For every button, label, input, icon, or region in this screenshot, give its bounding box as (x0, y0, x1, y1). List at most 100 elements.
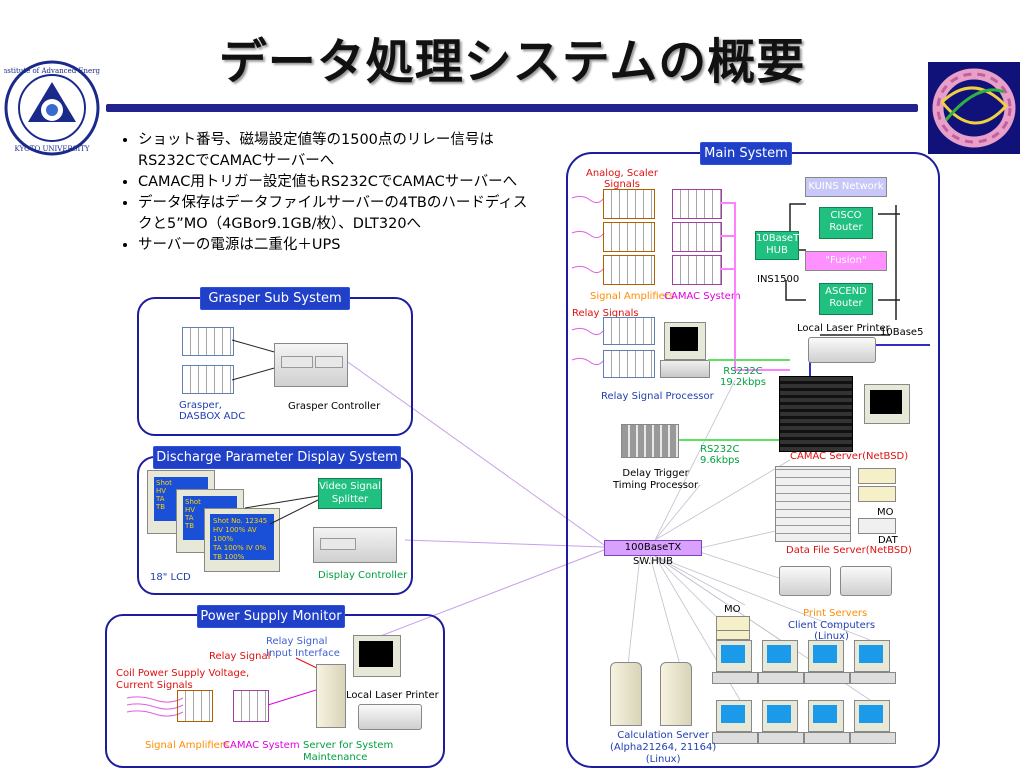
screen-text: Shot (156, 479, 172, 487)
bullet-item: データ保存はデータファイルサーバーの4TBのハードディスクと5”MO（4GBor… (138, 193, 532, 235)
institute-logo: Institute of Advanced Energy KYOTO UNIVE… (4, 60, 100, 156)
relay-processor-chassis (660, 360, 710, 378)
camac-crate (672, 255, 722, 285)
delay-trigger-processor (621, 424, 679, 458)
client-keyboard (712, 672, 758, 684)
ascend-router: ASCEND Router (819, 283, 873, 315)
camac-server-rack (779, 376, 853, 452)
kuins-network: KUINS Network (805, 177, 887, 197)
fusion-network: "Fusion" Network (805, 251, 887, 283)
client-computer (716, 700, 752, 732)
signal-amplifier-unit (603, 189, 655, 219)
calculation-server-tower (610, 662, 642, 726)
power-camac-label: CAMAC System (223, 740, 300, 751)
client-keyboard (804, 732, 850, 744)
slide-title: データ処理システムの概要 (218, 34, 806, 90)
screen-text: HV (185, 506, 196, 514)
data-file-server-label: Data File Server(NetBSD) (786, 545, 912, 556)
lcd-monitor: Shot No. 12345 HV 100% AV 100% TA 100% I… (204, 508, 280, 572)
main-camac-label: CAMAC System (664, 291, 741, 302)
dat-label: DAT (878, 535, 898, 546)
calculation-server-label: Calculation Server (Alpha21264, 21164) (… (610, 730, 717, 765)
grasper-subsystem-header: Grasper Sub System (200, 287, 350, 310)
bullet-item: CAMAC用トリガー設定値もRS232CでCAMACサーバーへ (138, 172, 532, 193)
dat-drive (858, 518, 896, 534)
screen-text: TA 100% IV 0% (213, 544, 267, 552)
coil-signal-label: Coil Power Supply Voltage, Current Signa… (116, 668, 250, 691)
maintenance-server-label: Server for System Maintenance (303, 740, 394, 763)
screen-text: TB 100% (213, 553, 245, 561)
client-keyboard (850, 672, 896, 684)
screen-text: TA (185, 514, 194, 522)
main-laser-printer (808, 337, 876, 363)
client-computer (808, 640, 844, 672)
signal-amplifier-unit (603, 255, 655, 285)
screen-text: HV 100% AV 100% (213, 526, 257, 543)
bullet-list: ショット番号、磁場設定値等の1500点のリレー信号はRS232CでCAMACサー… (112, 130, 532, 256)
print-servers-label: Print Servers (803, 608, 868, 619)
grasper-controller-label: Grasper Controller (288, 401, 381, 412)
calculation-server-tower (660, 662, 692, 726)
camac-server-label: CAMAC Server(NetBSD) (790, 451, 909, 462)
discharge-display-header: Discharge Parameter Display System (153, 446, 401, 469)
client-computer (854, 700, 890, 732)
client-computer (808, 700, 844, 732)
client-computer (716, 640, 752, 672)
main-printer-label: Local Laser Printer (797, 323, 890, 334)
client-computers-label: Client Computers (Linux) (788, 620, 876, 642)
screen-text: TB (156, 503, 166, 511)
screen-text: Shot (185, 498, 201, 506)
mo-label: MO (877, 507, 894, 518)
10baset-hub: 10BaseT HUB (755, 231, 799, 260)
10base5-label: 10Base5 (880, 327, 924, 338)
mo-drive-2 (716, 630, 750, 640)
power-laser-printer (358, 704, 422, 730)
screen-text: Shot No. 12345 (213, 517, 268, 525)
power-amps-label: Signal Amplifiers (145, 740, 230, 751)
splitter-cables (244, 495, 319, 525)
relay-signal-label: Relay Signal (209, 651, 271, 662)
delay-trigger-label: Delay Trigger Timing Processor (613, 468, 699, 491)
relay-processor-unit (603, 317, 655, 345)
client-keyboard (758, 732, 804, 744)
relay-processor-monitor (664, 322, 706, 360)
relay-processor-label: Relay Signal Processor (601, 391, 714, 402)
client-keyboard (758, 672, 804, 684)
grasper-controller-chassis (274, 343, 348, 387)
grasper-adc-unit (182, 327, 234, 356)
mo-drive (858, 468, 896, 484)
relay-signal-wires (571, 327, 605, 366)
screen-text: HV (156, 487, 167, 495)
main-amps-label: Signal Amplifiers (590, 291, 675, 302)
power-supply-header: Power Supply Monitor (197, 605, 345, 628)
camac-crate (233, 690, 269, 722)
maintenance-monitor (353, 635, 401, 677)
lcd-label: 18" LCD (150, 572, 191, 583)
cisco-router: CISCO Router (819, 207, 873, 239)
heliotron-coil-image (928, 62, 1020, 154)
camac-crate (672, 222, 722, 252)
print-server-printer (779, 566, 831, 596)
rs232-9k-label: RS232C 9.6kbps (700, 444, 740, 466)
client-computer (762, 640, 798, 672)
signal-amplifier-unit (177, 690, 213, 722)
analog-signal-wires (571, 195, 605, 274)
100basetx-switch-hub: 100BaseTX SW.HUB (604, 540, 702, 567)
client-keyboard (712, 732, 758, 744)
client-computer (854, 640, 890, 672)
relay-processor-unit (603, 350, 655, 378)
title-underline (106, 104, 918, 112)
relay-signals-label: Relay Signals (572, 308, 639, 319)
display-controller-label: Display Controller (318, 570, 408, 581)
mo2-label: MO (724, 604, 741, 615)
svg-text:KYOTO UNIVERSITY: KYOTO UNIVERSITY (14, 145, 89, 153)
svg-text:Institute of Advanced Energy: Institute of Advanced Energy (4, 67, 100, 75)
client-keyboard (850, 732, 896, 744)
relay-input-label: Relay Signal Input Interface (266, 636, 340, 659)
screen-text: TB (185, 522, 195, 530)
maintenance-server-tower (316, 664, 346, 728)
grasper-adc-unit (182, 365, 234, 394)
analog-signals-label: Analog, Scaler Signals (586, 168, 658, 190)
data-file-server-rack (775, 466, 851, 542)
grasper-adc-label: Grasper, DASBOX ADC (179, 400, 246, 422)
